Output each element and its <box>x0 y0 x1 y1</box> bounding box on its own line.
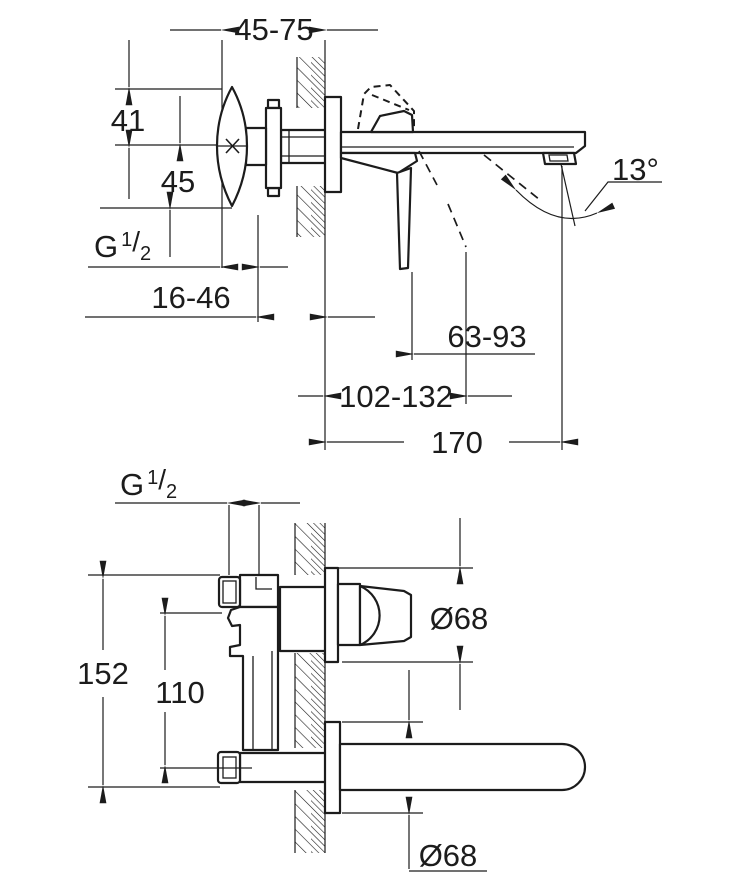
spray-angle-leader <box>584 181 662 212</box>
wall-section-top <box>296 40 326 450</box>
wall-hatch-b1-ticks <box>311 523 325 575</box>
spray-angle-arc <box>500 174 616 220</box>
body-top-block <box>238 573 280 609</box>
concealed-body-bottom <box>216 573 332 785</box>
spout-side <box>339 130 587 166</box>
ref-dia68-top <box>332 567 473 663</box>
dim-13deg-label: 13° <box>612 152 659 187</box>
ext-g12b <box>228 505 260 575</box>
extension-lines-top <box>100 40 563 450</box>
dim-6393-label: 63-93 <box>447 319 526 354</box>
supply-pipe <box>238 751 332 784</box>
dim-41-label: 41 <box>111 103 145 138</box>
dim-45-label: 45 <box>161 164 195 199</box>
spout-rosette <box>323 720 342 815</box>
flange-cross-mark <box>225 138 240 154</box>
union-nut-top <box>217 575 242 609</box>
lever-blade-down <box>395 166 413 271</box>
union-nut-top-inner <box>222 580 237 604</box>
threaded-shank-lines <box>281 130 326 163</box>
ref-152 <box>88 574 220 788</box>
dim-110-label: 110 <box>155 675 204 710</box>
body-top-step <box>255 577 272 590</box>
mounting-plate <box>264 106 283 190</box>
lever-base <box>339 151 419 175</box>
dim-depth-range-label: 45-75 <box>234 12 313 47</box>
handle-stem <box>336 582 362 647</box>
spout-plan <box>338 742 587 792</box>
handle-cone <box>358 584 413 647</box>
escutcheon-side <box>323 95 343 194</box>
dim-152-label: 152 <box>77 656 129 691</box>
lever-raised-inner-dashed <box>371 94 410 111</box>
dim-102132-label: 102-132 <box>339 379 453 414</box>
through-wall-block <box>278 585 332 653</box>
handle-cone-crown-arc <box>359 584 381 647</box>
clamp-tab-bottom <box>266 186 281 198</box>
body-column-lines <box>252 651 273 750</box>
lever-handle-side <box>339 84 541 271</box>
dim-170-label: 170 <box>431 425 483 460</box>
dim-dia68-bottom-label: Ø68 <box>419 838 478 873</box>
wall-hatch-upper-ticks <box>311 57 325 108</box>
dim-1646-label: 16-46 <box>151 280 230 315</box>
valve-stem <box>244 126 268 167</box>
wall-section-bottom <box>294 523 326 853</box>
handle-rosette <box>323 566 340 664</box>
spout-tube-side <box>339 130 587 155</box>
aerator-inner <box>548 154 569 162</box>
lever-raised-dashed <box>357 84 415 130</box>
wall-hatch-lower-ticks <box>311 186 325 237</box>
clamp-tab-top <box>266 98 281 110</box>
ref-110 <box>160 612 252 769</box>
wall-hatch-b3-ticks <box>311 790 325 853</box>
lever-swing-line-1 <box>418 150 467 248</box>
concealed-valve-top <box>215 85 328 208</box>
spray-angle-line <box>560 163 576 227</box>
threaded-shank <box>279 128 328 165</box>
wall-hatch-b2-ticks <box>311 653 325 748</box>
handle-cone-bottom <box>336 582 413 647</box>
lever-swing-line-2 <box>483 154 541 201</box>
lever-wedge-rest <box>369 109 415 134</box>
dim-dia68-top-label: Ø68 <box>430 601 489 636</box>
